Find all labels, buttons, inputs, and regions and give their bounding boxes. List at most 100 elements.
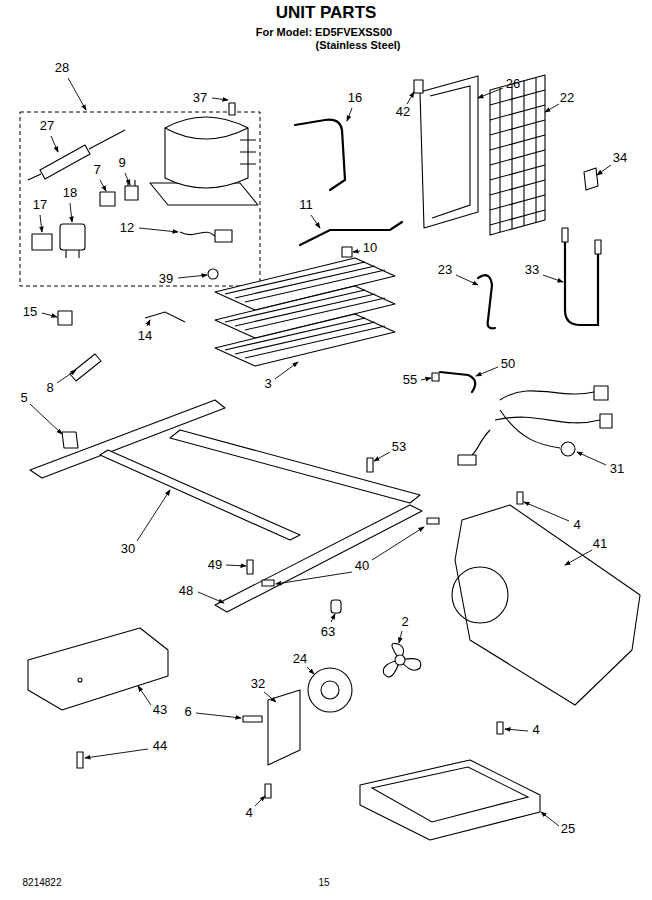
tube bbox=[478, 275, 495, 328]
callout-number: 24 bbox=[293, 652, 307, 666]
callout-number: 15 bbox=[23, 305, 37, 319]
callout-number: 49 bbox=[208, 558, 222, 572]
callout-number: 3 bbox=[264, 377, 271, 391]
leader-line bbox=[505, 729, 528, 731]
cover-edge bbox=[430, 86, 470, 218]
callout-number: 9 bbox=[118, 156, 125, 170]
clip bbox=[125, 180, 138, 200]
screw bbox=[247, 560, 253, 574]
leader-line bbox=[125, 173, 130, 185]
leader-line bbox=[70, 203, 72, 222]
screw bbox=[262, 580, 274, 586]
callout-number: 55 bbox=[403, 373, 417, 387]
leader-line bbox=[198, 592, 224, 603]
fan-shroud bbox=[455, 505, 640, 705]
compressor bbox=[165, 117, 248, 188]
leader-line bbox=[353, 251, 360, 252]
callout-number: 18 bbox=[63, 186, 77, 200]
plug bbox=[458, 455, 476, 465]
tube bbox=[300, 222, 402, 245]
callout-number: 5 bbox=[20, 391, 27, 405]
leader-line bbox=[212, 98, 228, 100]
tube bbox=[295, 120, 345, 190]
screw bbox=[427, 518, 439, 524]
model-line: For Model: ED5FVEXSS00 bbox=[256, 26, 392, 38]
callout-number: 17 bbox=[33, 198, 47, 212]
leader-line bbox=[40, 215, 42, 232]
tube bbox=[565, 238, 598, 325]
rail bbox=[215, 505, 422, 612]
callout-number: 6 bbox=[184, 705, 191, 719]
leader-line bbox=[51, 136, 58, 152]
callout-number: 26 bbox=[506, 77, 520, 91]
leader-line bbox=[264, 692, 276, 702]
screw bbox=[265, 784, 271, 798]
motor-hub bbox=[321, 681, 339, 699]
leader-line bbox=[42, 313, 57, 317]
leader-line bbox=[276, 572, 352, 584]
leader-line bbox=[407, 92, 414, 104]
screw bbox=[229, 103, 235, 115]
group-box bbox=[20, 112, 260, 286]
callout-number: 8 bbox=[46, 381, 53, 395]
hole bbox=[78, 678, 82, 682]
screw bbox=[367, 458, 373, 472]
tube-end bbox=[595, 240, 601, 254]
callout-number: 44 bbox=[153, 739, 167, 753]
harness bbox=[472, 391, 600, 455]
rail bbox=[100, 450, 300, 540]
leader-line bbox=[311, 215, 320, 228]
leader-line bbox=[147, 320, 150, 326]
fan-hub bbox=[395, 655, 405, 665]
bracket bbox=[268, 690, 300, 765]
callout-number: 40 bbox=[355, 559, 369, 573]
rail bbox=[170, 430, 420, 503]
leader-line bbox=[307, 667, 314, 674]
drain-pan bbox=[360, 760, 540, 840]
plate bbox=[28, 628, 168, 710]
leader-line bbox=[57, 370, 76, 383]
connector bbox=[58, 311, 72, 325]
leader-line bbox=[374, 452, 390, 461]
leader-line bbox=[541, 812, 559, 826]
callout-number: 28 bbox=[55, 61, 69, 75]
callout-number: 33 bbox=[525, 263, 539, 277]
leader-line bbox=[255, 796, 265, 806]
leader-line bbox=[331, 614, 335, 622]
finish-line: (Stainless Steel) bbox=[316, 39, 401, 51]
callout-number: 53 bbox=[392, 440, 406, 454]
callout-number: 4 bbox=[532, 723, 539, 737]
callout-number: 2 bbox=[401, 615, 408, 629]
callout-number: 31 bbox=[610, 462, 624, 476]
callout-number: 43 bbox=[153, 703, 167, 717]
condenser bbox=[490, 75, 545, 235]
leader-line bbox=[196, 713, 241, 718]
leader-line bbox=[275, 362, 298, 379]
wire bbox=[180, 232, 215, 236]
bracket bbox=[440, 372, 475, 392]
leader-line bbox=[565, 550, 592, 565]
leader-line bbox=[545, 104, 559, 112]
condenser-cover bbox=[420, 76, 478, 228]
screw bbox=[497, 722, 503, 734]
callout-number: 22 bbox=[560, 91, 574, 105]
leader-line bbox=[524, 502, 569, 521]
leader-line bbox=[137, 490, 170, 541]
callout-number: 42 bbox=[396, 105, 410, 119]
coil-tubes bbox=[225, 318, 385, 358]
callout-number: 16 bbox=[348, 91, 362, 105]
cover bbox=[32, 234, 52, 250]
plug bbox=[215, 230, 232, 242]
callout-number: 14 bbox=[138, 329, 152, 343]
tube bbox=[70, 354, 101, 381]
leader-line bbox=[577, 452, 606, 465]
callout-number: 12 bbox=[120, 221, 134, 235]
document-number: 8214822 bbox=[23, 877, 62, 888]
clamp bbox=[62, 432, 78, 448]
leader-line bbox=[138, 686, 151, 705]
callout-number: 32 bbox=[251, 677, 265, 691]
callout-number: 30 bbox=[121, 542, 135, 556]
pan-inner bbox=[372, 767, 528, 822]
